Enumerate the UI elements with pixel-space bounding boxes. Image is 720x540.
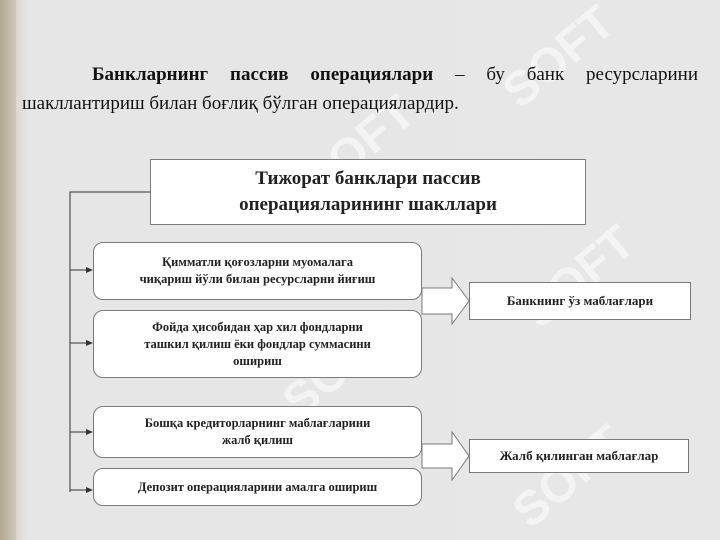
intro-paragraph: Банкларнинг пассив операциялари – бу бан… bbox=[22, 60, 698, 118]
main-connector-line bbox=[69, 191, 150, 492]
item-text: Қимматли қоғозларни муомалага bbox=[162, 255, 353, 269]
item-text: Депозит операцияларини амалга ошириш bbox=[137, 479, 378, 494]
left-decorative-strip bbox=[0, 0, 16, 540]
item-text: Фойда ҳисобидан ҳар хил фондларни bbox=[152, 319, 363, 334]
title-line-2: операцияларининг шакллари bbox=[239, 194, 497, 215]
item-text: ташкил қилиш ёки фондлар суммасини bbox=[144, 336, 371, 351]
intro-definition: – бу банк ресурсларини шакллантириш била… bbox=[22, 64, 698, 114]
item-text: Бошқа кредиторларнинг маблағларини bbox=[144, 416, 371, 430]
form-deposit-operations: Депозит операцияларини амалга ошириш bbox=[93, 468, 422, 506]
diagram-title-box: Тижорат банклари пассив операцияларининг… bbox=[150, 159, 586, 225]
form-securities-issue: Қимматли қоғозларни муомалага чиқариш йў… bbox=[93, 242, 422, 300]
result-attracted-funds: Жалб қилинган маблағлар bbox=[469, 439, 689, 473]
block-arrow-attracted-funds bbox=[421, 430, 470, 482]
title-line-1: Тижорат банклари пассив bbox=[255, 168, 481, 189]
item-text: ошириш bbox=[233, 353, 282, 368]
result-label: Жалб қилинган маблағлар bbox=[499, 448, 659, 463]
result-label: Банкнинг ўз маблағлари bbox=[506, 293, 654, 308]
item-text: чиқариш йўли билан ресурсларни йиғиш bbox=[139, 272, 376, 286]
form-profit-funds: Фойда ҳисобидан ҳар хил фондларни ташкил… bbox=[93, 310, 422, 378]
block-arrow-own-funds bbox=[421, 276, 470, 326]
item-text: жалб қилиш bbox=[222, 433, 293, 447]
result-own-funds: Банкнинг ўз маблағлари bbox=[469, 282, 691, 320]
form-creditor-funds: Бошқа кредиторларнинг маблағларини жалб … bbox=[93, 406, 422, 458]
intro-term: Банкларнинг пассив операциялари bbox=[92, 64, 434, 85]
